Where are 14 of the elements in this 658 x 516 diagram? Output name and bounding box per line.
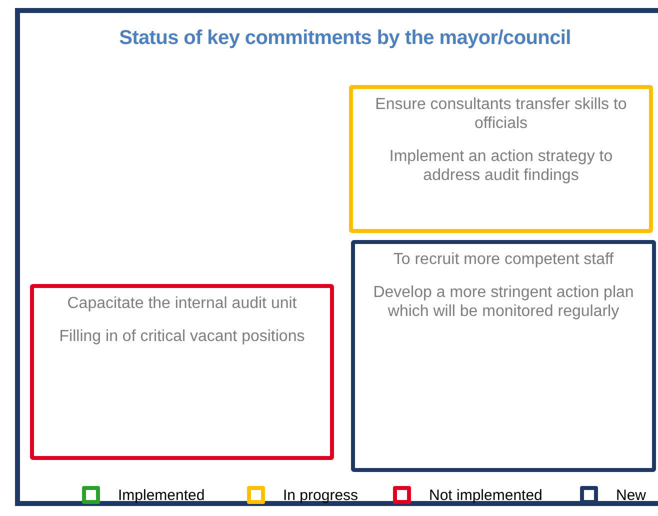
commitment-text: Develop a more stringent action plan which will be monitored regularly — [372, 283, 635, 321]
legend-label: Implemented — [118, 486, 205, 504]
commitment-text: Filling in of critical vacant positions — [58, 327, 306, 346]
legend-label: New — [616, 486, 646, 504]
status-box — [349, 85, 653, 233]
title: Status of key commitments by the mayor/council — [118, 27, 572, 50]
commitment-text: Ensure consultants transfer skills to officials — [374, 95, 628, 133]
legend-label: Not implemented — [429, 486, 542, 504]
status-box — [30, 284, 334, 460]
commitment-text: Implement an action strategy to address audit findings — [388, 147, 614, 185]
status-box — [351, 240, 656, 472]
commitment-text: Capacitate the internal audit unit — [66, 294, 298, 313]
legend-label: In progress — [283, 486, 358, 504]
commitment-text: To recruit more competent staff — [392, 250, 615, 269]
